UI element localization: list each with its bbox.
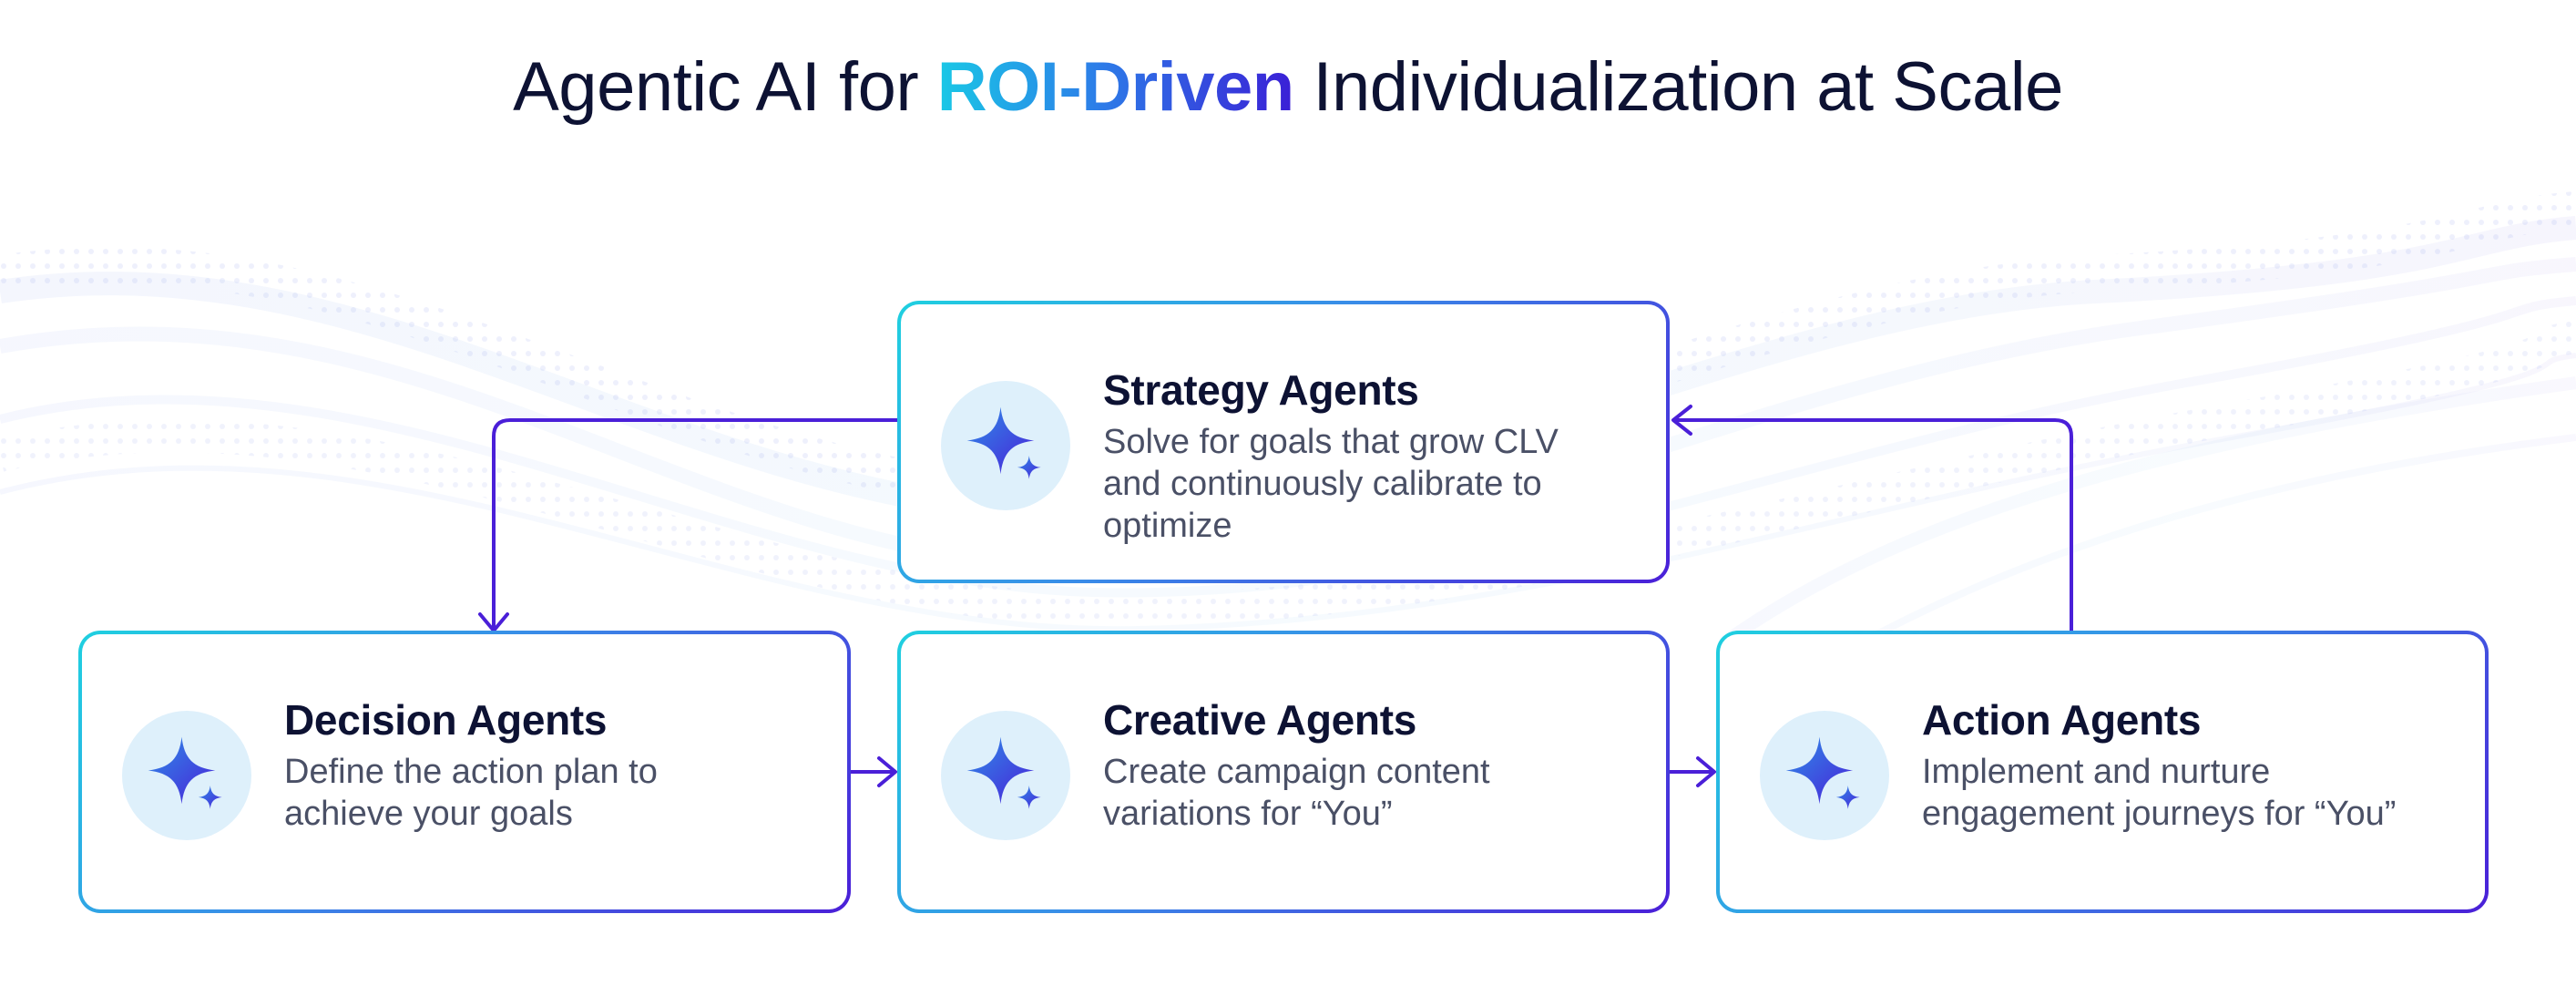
sparkle-icon [964,734,1048,817]
connector-strategy-to-decision [492,418,899,631]
action-agents-card: Action Agents Implement and nurture enga… [1716,631,2489,913]
title-suffix: Individualization at Scale [1293,48,2063,126]
decision-agents-card: Decision Agents Define the action plan t… [78,631,851,913]
arrowhead-action [1696,756,1716,787]
connector-action-to-strategy [1674,418,2073,632]
arrowhead-strategy [1671,405,1692,436]
strategy-card-title: Strategy Agents [1103,366,1419,414]
arrowhead-creative [877,756,897,787]
decision-card-title: Decision Agents [284,696,608,744]
strategy-card-desc: Solve for goals that grow CLV and contin… [1103,423,1559,545]
page-title: Agentic AI for ROI-Driven Individualizat… [0,47,2576,127]
title-highlight: ROI-Driven [936,48,1294,126]
action-card-title: Action Agents [1922,696,2202,744]
creative-card-title: Creative Agents [1103,696,1417,744]
title-prefix: Agentic AI for [513,48,937,126]
creative-agents-card: Creative Agents Create campaign content … [897,631,1670,913]
decision-card-desc: Define the action plan to achieve your g… [284,753,658,833]
creative-card-desc: Create campaign content variations for “… [1103,753,1490,833]
sparkle-icon [964,404,1048,488]
strategy-agents-card: Strategy Agents Solve for goals that gro… [897,301,1670,583]
creative-icon-container [941,711,1070,840]
sparkle-icon [145,734,229,817]
action-card-desc: Implement and nurture engagement journey… [1922,753,2397,833]
strategy-icon-container [941,381,1070,510]
decision-icon-container [122,711,251,840]
sparkle-icon [1783,734,1866,817]
arrowhead-decision [478,612,509,632]
action-icon-container [1760,711,1889,840]
